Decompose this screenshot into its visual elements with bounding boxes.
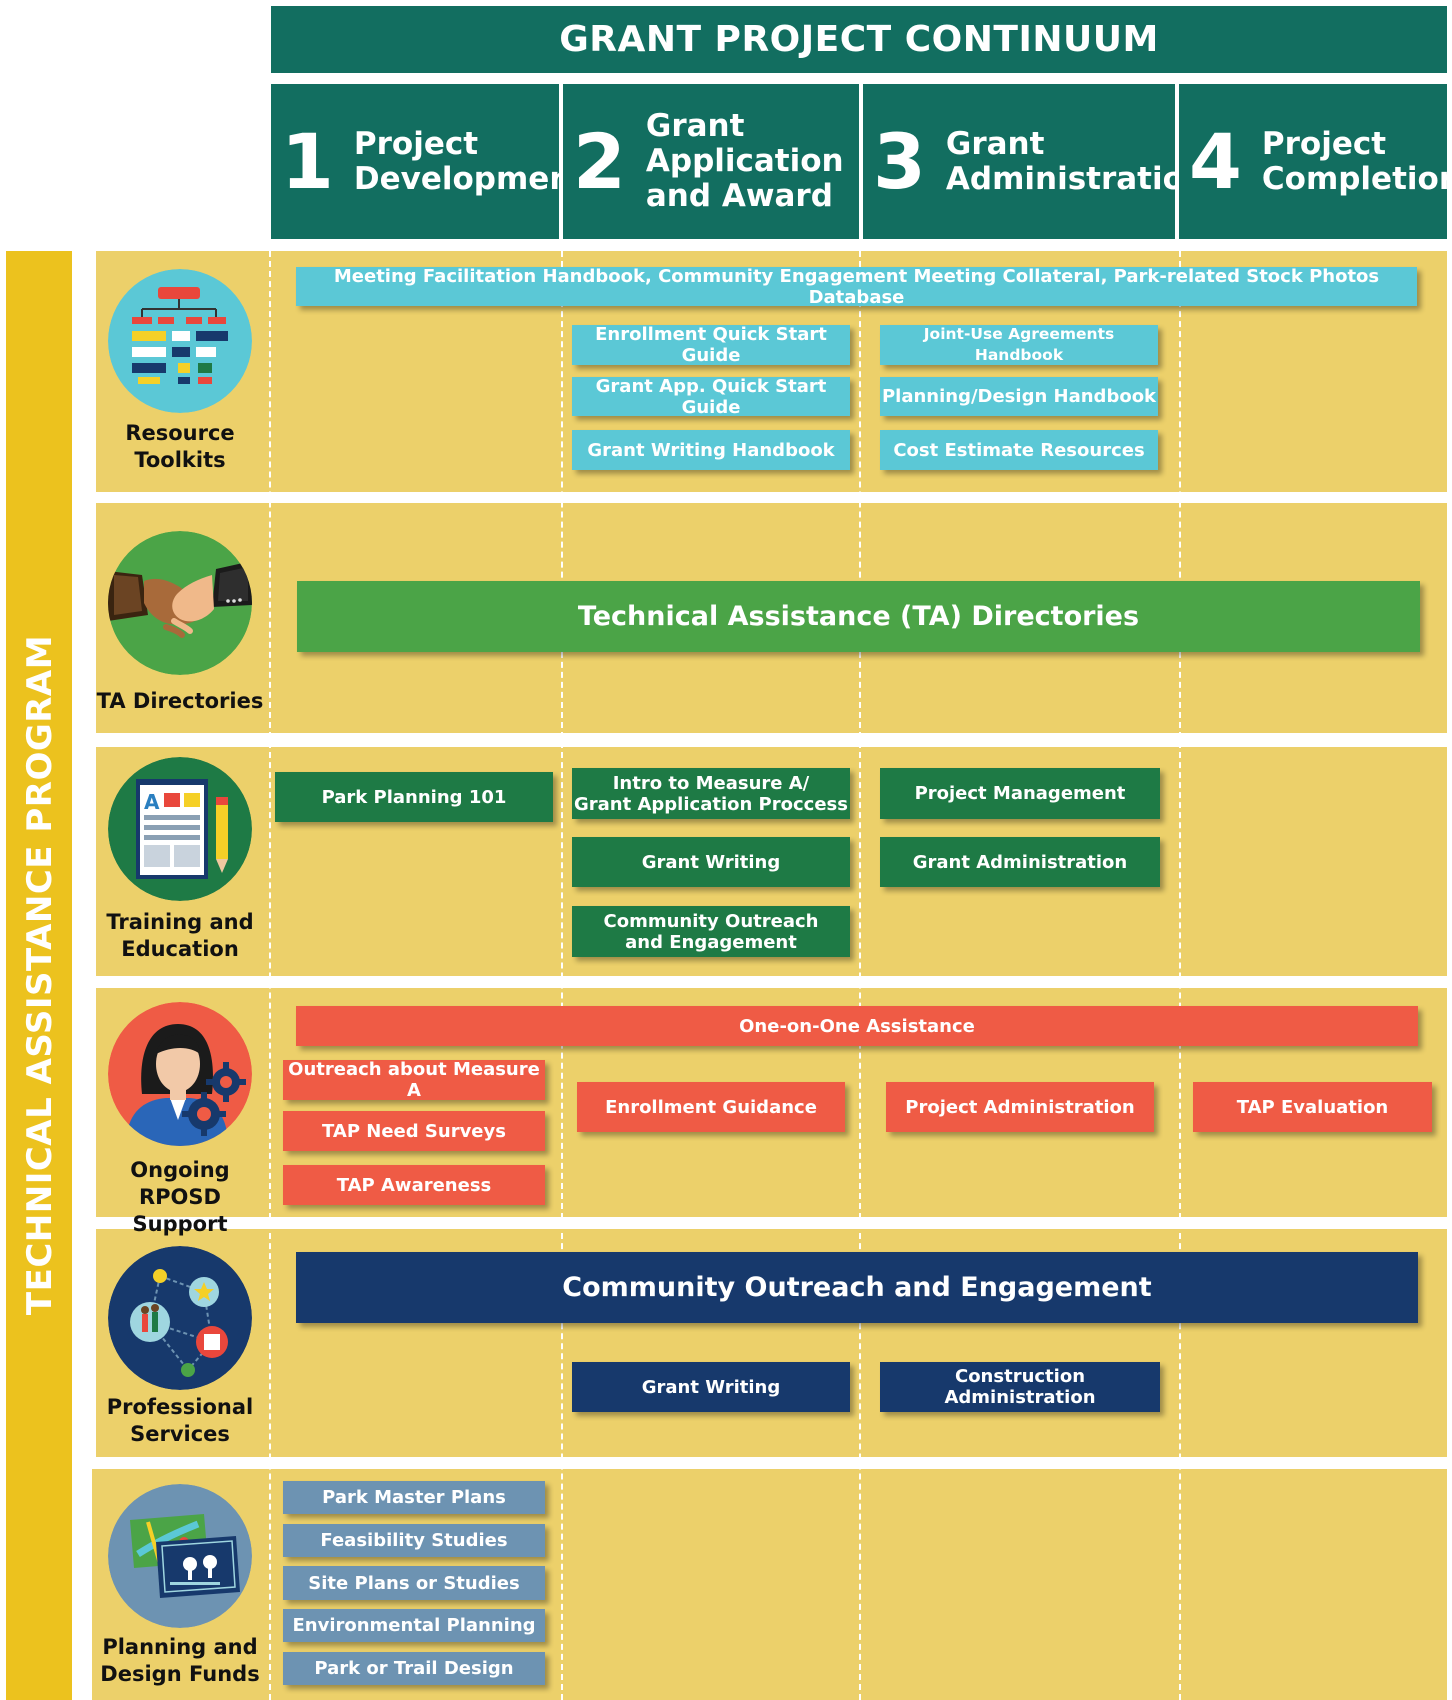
resource-grant-writing-handbook-box: Grant Writing Handbook	[572, 430, 850, 470]
phase-2-label: Grant Application and Award	[645, 108, 844, 214]
phase-1-label: Project Development	[353, 125, 587, 197]
side-label: TECHNICAL ASSISTANCE PROGRAM	[20, 634, 60, 1316]
continuum-title: GRANT PROJECT CONTINUUM	[271, 6, 1447, 73]
worksheet-pencil-icon: A	[108, 757, 252, 901]
support-need-surveys-box: TAP Need Surveys	[283, 1111, 545, 1151]
resource-meeting-handbook-box: Meeting Facilitation Handbook, Community…	[296, 266, 1417, 308]
row-label-planning-design: Planning and Design Funds	[100, 1635, 260, 1686]
training-community-outreach-box: Community Outreach and Engagement	[572, 906, 850, 957]
row-label-ta-directories: TA Directories	[96, 689, 264, 713]
planning-park-master-plans-box: Park Master Plans	[283, 1481, 545, 1514]
resource-joint-use-handbook-box: Joint-Use Agreements Handbook	[880, 325, 1158, 365]
row-label-training-education: Training and Education	[106, 910, 254, 961]
support-enrollment-guidance-box: Enrollment Guidance	[577, 1082, 845, 1132]
flowchart-icon	[108, 269, 252, 413]
phase-3-number: 3	[873, 116, 926, 206]
resource-grant-app-guide-box: Grant App. Quick Start Guide	[572, 376, 850, 418]
row-label-resource-toolkits: Resource Toolkits	[125, 421, 235, 472]
resource-planning-design-handbook-box: Planning/Design Handbook	[880, 377, 1158, 416]
phase-divider	[859, 251, 861, 1700]
training-intro-measure-a-box: Intro to Measure A/ Grant Application Pr…	[572, 768, 850, 819]
support-tap-awareness-box: TAP Awareness	[283, 1165, 545, 1205]
plans-map-icon	[108, 1484, 252, 1628]
phase-2-header: 2 Grant Application and Award	[563, 84, 859, 239]
support-project-administration-box: Project Administration	[886, 1082, 1154, 1132]
row-label-professional-services: Professional Services	[106, 1395, 254, 1446]
professional-grant-writing-box: Grant Writing	[572, 1362, 850, 1412]
phase-3-label: Grant Administration	[945, 125, 1206, 197]
phase-2-number: 2	[573, 116, 626, 206]
phase-4-label: Project Completion	[1261, 125, 1452, 197]
handshake-icon	[108, 531, 252, 675]
ta-directories-box: Technical Assistance (TA) Directories	[297, 581, 1420, 652]
phase-3-header: 3 Grant Administration	[863, 84, 1206, 239]
phase-1-number: 1	[281, 116, 334, 206]
resource-enrollment-guide-box: Enrollment Quick Start Guide	[572, 324, 850, 366]
phase-divider	[1179, 251, 1181, 1700]
training-grant-writing-box: Grant Writing	[572, 837, 850, 887]
network-icon	[108, 1246, 252, 1390]
resource-cost-estimate-box: Cost Estimate Resources	[880, 430, 1158, 470]
training-project-management-box: Project Management	[880, 768, 1160, 819]
planning-site-plans-box: Site Plans or Studies	[283, 1566, 545, 1600]
support-outreach-measure-a-box: Outreach about Measure A	[283, 1059, 545, 1101]
side-bar	[6, 251, 72, 1700]
svg-text:A: A	[144, 790, 160, 814]
professional-construction-admin-box: Construction Administration	[880, 1362, 1160, 1412]
training-park-planning-box: Park Planning 101	[275, 772, 553, 822]
planning-environmental-box: Environmental Planning	[283, 1609, 545, 1642]
row-label-rposd-support: Ongoing RPOSD Support	[130, 1158, 230, 1236]
phase-4-number: 4	[1189, 116, 1242, 206]
phase-divider	[561, 251, 563, 1700]
training-grant-administration-box: Grant Administration	[880, 837, 1160, 887]
planning-park-trail-design-box: Park or Trail Design	[283, 1652, 545, 1685]
phase-divider	[269, 251, 271, 1700]
person-gears-icon	[108, 1002, 252, 1146]
phase-1-header: 1 Project Development	[271, 84, 586, 239]
phase-4-header: 4 Project Completion	[1179, 84, 1452, 239]
professional-community-outreach-box: Community Outreach and Engagement	[296, 1252, 1418, 1323]
support-tap-evaluation-box: TAP Evaluation	[1193, 1082, 1432, 1132]
planning-feasibility-studies-box: Feasibility Studies	[283, 1524, 545, 1557]
support-one-on-one-box: One-on-One Assistance	[296, 1006, 1418, 1046]
